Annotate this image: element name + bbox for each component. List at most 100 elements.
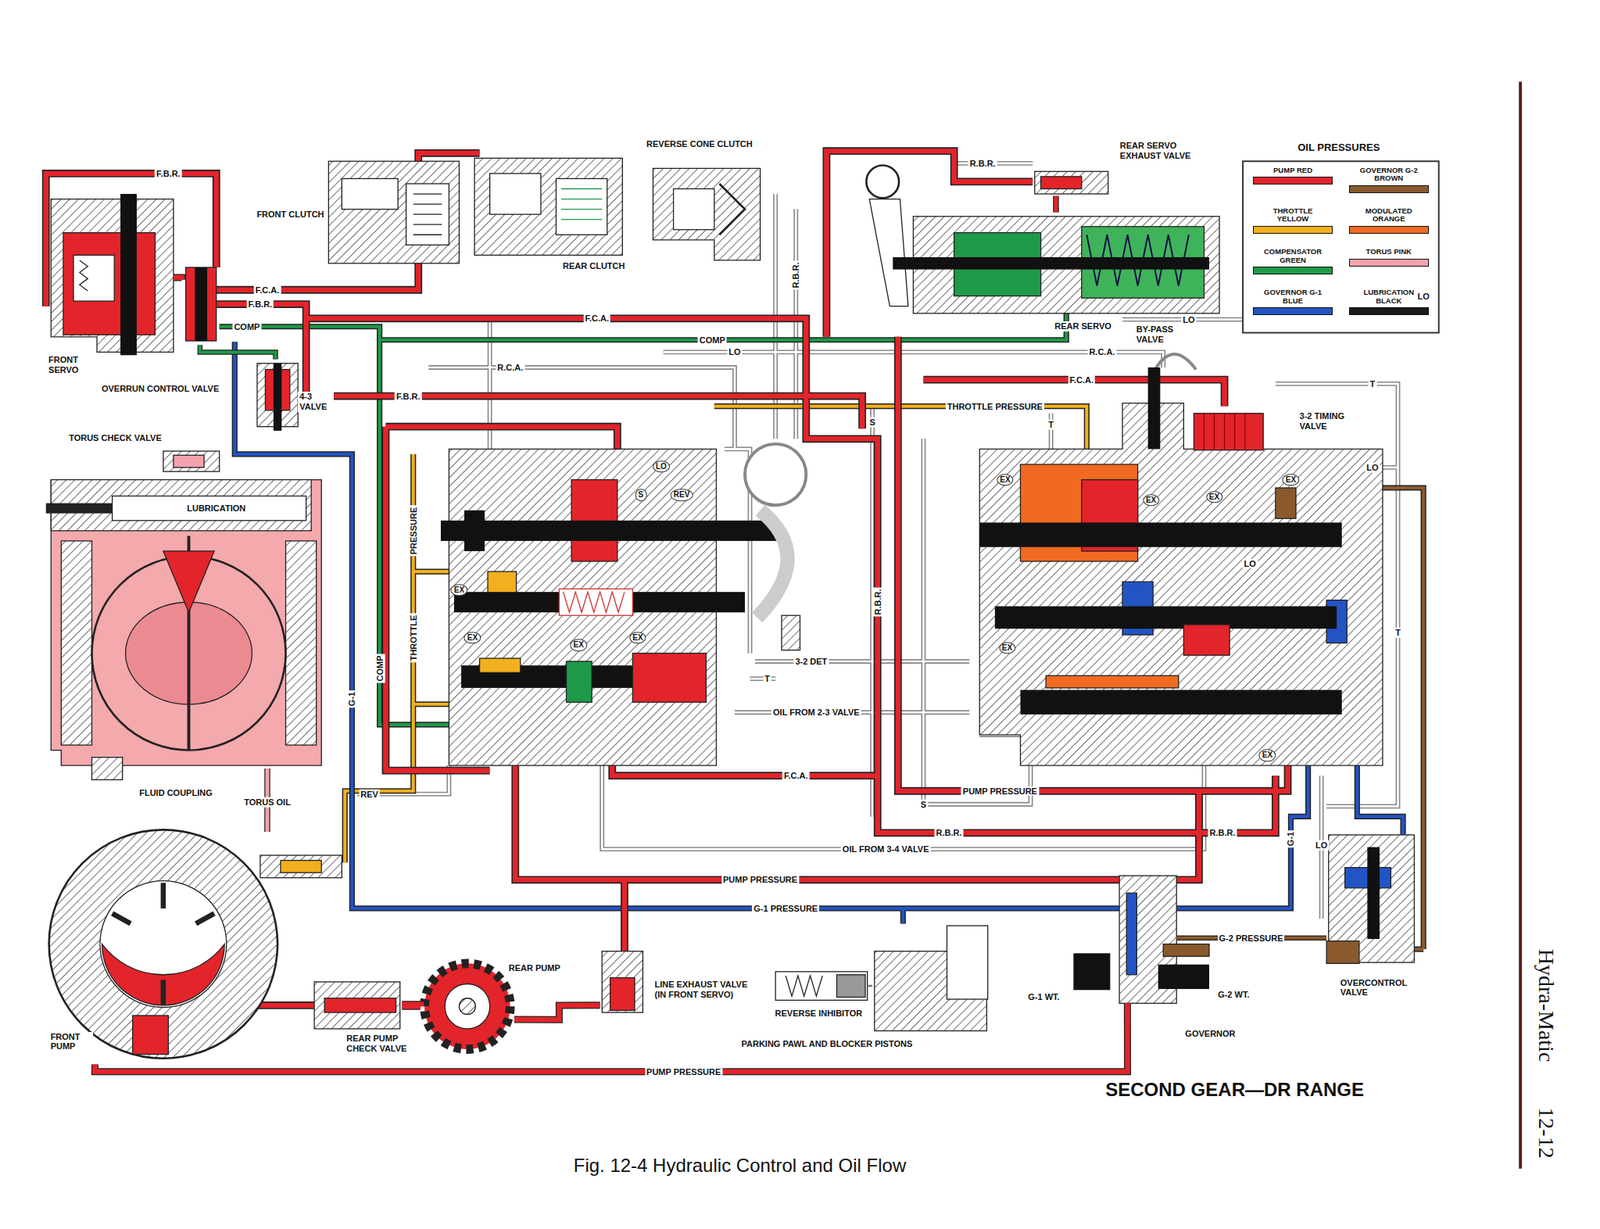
port-marker: EX <box>1259 748 1276 762</box>
oil-line-connector <box>401 1005 421 1006</box>
parking-pawl-drawing <box>874 925 988 1031</box>
hydraulic-drawing <box>46 81 1521 1168</box>
rear-pump-drawing <box>424 962 511 1049</box>
line-label: R.B.R. <box>791 261 802 290</box>
line-label: G-1 PRESSURE <box>751 903 820 914</box>
port-marker: EX <box>451 583 468 597</box>
port-marker: EX <box>570 638 588 652</box>
reverse-cone-clutch-drawing <box>653 168 761 260</box>
overcontrol-valve-drawing <box>1367 847 1380 939</box>
port-marker: EX <box>1282 473 1300 487</box>
front-clutch-drawing <box>328 161 459 264</box>
port-marker: EX <box>998 641 1016 655</box>
right-control-valve-body <box>1193 413 1264 451</box>
left-control-valve-body <box>632 653 706 703</box>
component-region: REAR SERVO EXHAUST VALVE <box>1032 169 1110 197</box>
legend-swatch <box>1349 258 1429 267</box>
reverse-cone-clutch-drawing <box>673 189 715 230</box>
component-label: FRONT SERVO <box>46 354 91 375</box>
front-servo-drawing <box>120 193 137 355</box>
connector-line <box>401 1005 421 1006</box>
line-label: T <box>1046 419 1056 430</box>
line-label: R.B.R. <box>1207 827 1237 838</box>
line-label: G-2 PRESSURE <box>1217 932 1286 943</box>
by-pass-valve-drawing <box>1155 354 1196 370</box>
rear-clutch-drawing <box>474 157 623 255</box>
reverse-inhibitor-drawing <box>785 975 823 996</box>
legend-entry: MODULATED ORANGE <box>1342 207 1435 247</box>
fluid-coupling-drawing <box>286 540 317 745</box>
line-label: F.B.R. <box>154 168 183 179</box>
line-label: T <box>762 673 772 684</box>
component-label: OVERCONTROL VALVE <box>1338 977 1414 998</box>
throttle-line <box>344 406 1087 863</box>
connector-line <box>867 984 874 988</box>
port-marker: EX <box>1206 490 1223 504</box>
line-exhaust-valve-drawing <box>601 951 643 1013</box>
rear-clutch-drawing <box>555 178 607 235</box>
legend-swatch <box>1252 225 1333 234</box>
port-marker: REV <box>670 488 694 502</box>
component-region: REVERSE CONE CLUTCH <box>647 161 766 269</box>
front-clutch-drawing <box>413 193 443 235</box>
connector-line <box>94 1002 1128 1071</box>
component-label: REAR SERVO <box>1052 321 1114 332</box>
right-control-valve-body <box>979 522 1342 547</box>
connector-outline <box>514 1005 601 1020</box>
legend-text: GOVERNOR G-2 BROWN <box>1356 166 1422 183</box>
component-label: 4-3 VALVE <box>297 391 334 412</box>
left-control-valve-body <box>563 591 625 613</box>
front-servo-drawing <box>73 254 115 301</box>
legend-text: GOVERNOR G-1 BLUE <box>1259 288 1326 305</box>
front-clutch-drawing <box>341 178 398 209</box>
front-clutch-drawing <box>406 183 450 245</box>
component-region: PARKING PAWL AND BLOCKER PISTONS <box>872 923 990 1034</box>
overcontrol-valve-drawing <box>1326 834 1414 963</box>
right-control-valve-body <box>1148 367 1161 449</box>
four-three-valve-drawing <box>257 363 298 431</box>
parking-pawl-drawing <box>946 925 988 999</box>
rear-pump-check-valve-drawing <box>314 981 401 1029</box>
line-exhaust-valve-drawing <box>610 977 635 1011</box>
connector-outline <box>200 344 276 359</box>
line-label: OIL PRESSURES <box>1295 142 1382 154</box>
connector-line <box>1053 196 1058 213</box>
component-label: FRONT CLUTCH <box>254 209 326 220</box>
governor-drawing <box>1126 892 1137 974</box>
line-label: R.B.R. <box>934 827 964 838</box>
legend-text: PUMP RED <box>1259 166 1326 175</box>
front-servo-drawing <box>50 199 174 353</box>
legend-text: TORUS PINK <box>1356 247 1422 256</box>
connector-outline <box>94 1002 1128 1071</box>
connector-line <box>173 277 182 280</box>
fluid-coupling-drawing <box>91 757 122 781</box>
front-pump-drawing <box>280 860 322 874</box>
left-control-valve-body <box>757 510 788 618</box>
legend-entry: GOVERNOR G-1 BLUE <box>1246 288 1339 328</box>
left-control-valve-body <box>558 588 633 616</box>
legend-swatch <box>1252 266 1333 275</box>
rear-servo-exhaust-valve-drawing <box>1034 171 1109 194</box>
page-rule <box>1518 81 1522 1168</box>
line-label: G-1 <box>1285 830 1296 848</box>
line-label: T <box>1368 379 1378 390</box>
governor-drawing <box>1158 964 1210 989</box>
torus-check-valve-drawing <box>163 451 220 472</box>
component-region: 3-2 TIMING VALVE <box>1191 410 1264 452</box>
component-region: REAR SERVO <box>898 212 1225 317</box>
line-label: LO <box>1364 462 1380 473</box>
oil-line-connector <box>94 1002 1128 1071</box>
line-label: THROTTLE <box>408 613 419 663</box>
component-label: REVERSE INHIBITOR <box>773 1008 865 1019</box>
page-marker: 12-12 <box>1533 1105 1559 1160</box>
line-label: R.B.R. <box>968 158 998 169</box>
left-control-valve-body <box>781 615 800 650</box>
line-label: LO <box>1416 290 1432 301</box>
port-marker: EX <box>1142 493 1160 507</box>
throttle-line <box>344 406 1087 863</box>
left-control-valve-body <box>479 658 521 673</box>
right-control-valve-body <box>1275 487 1296 519</box>
left-control-valve-body <box>464 510 485 552</box>
connector-outline <box>401 1005 421 1006</box>
